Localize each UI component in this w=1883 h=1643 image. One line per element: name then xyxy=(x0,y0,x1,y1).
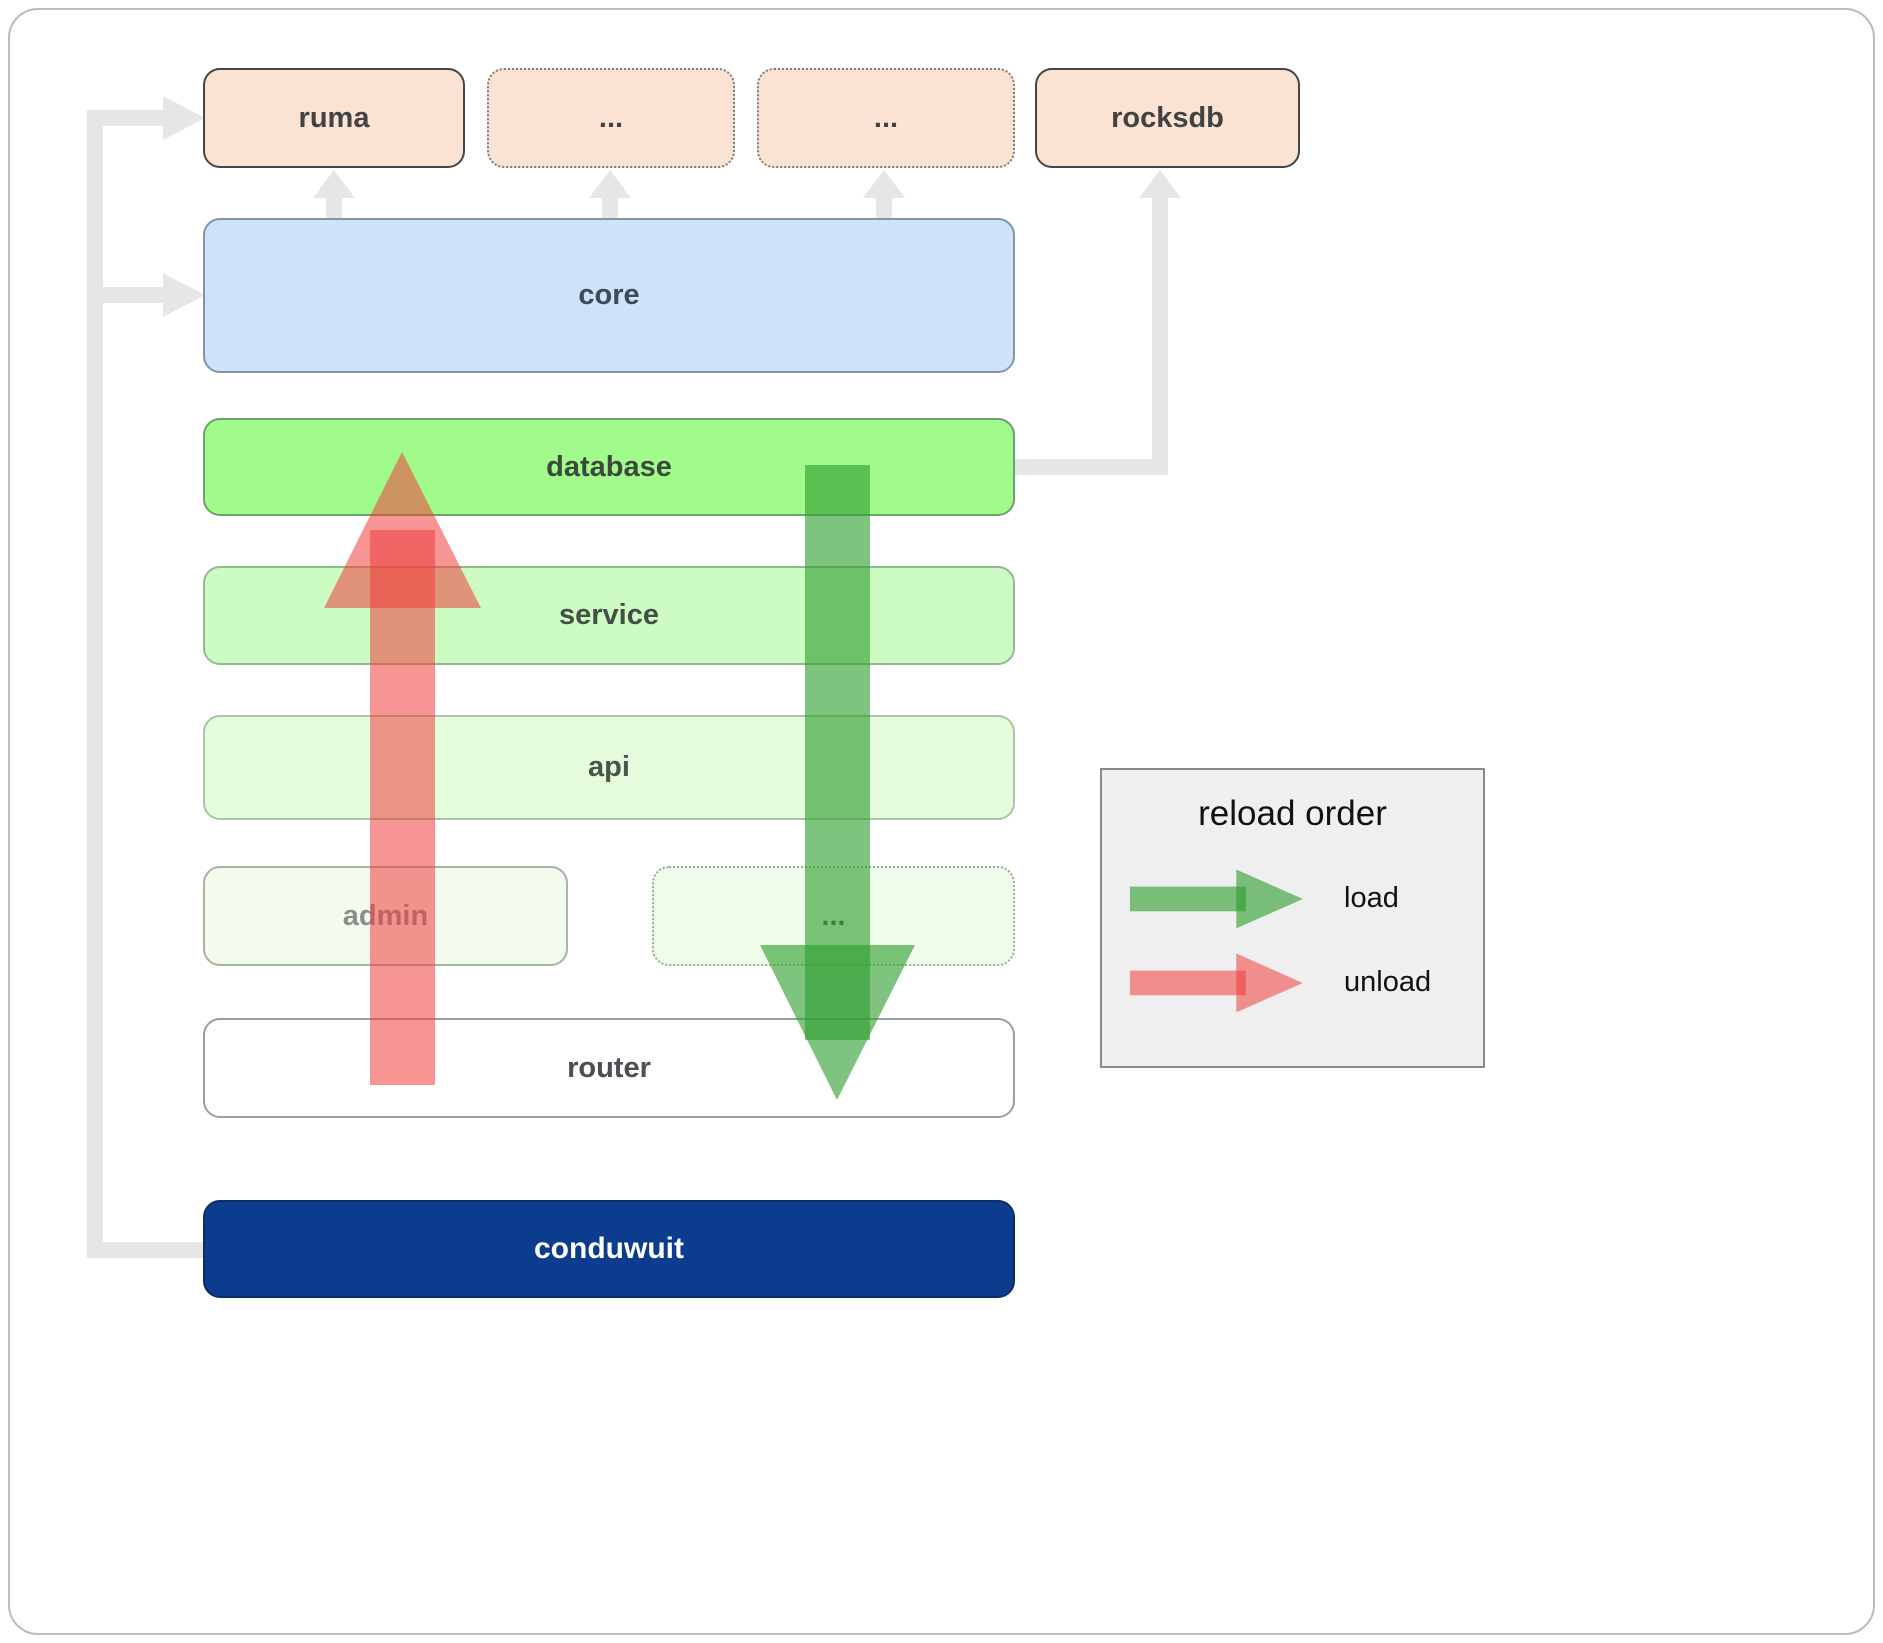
module-router: router xyxy=(203,1018,1015,1118)
module-rocksdb: rocksdb xyxy=(1035,68,1300,168)
arrowhead-core-to-dots2-icon xyxy=(863,170,905,198)
module-api: api xyxy=(203,715,1015,820)
arrowhead-to-core-icon xyxy=(163,273,205,317)
unload-arrow-icon xyxy=(1129,953,1303,1013)
arrowhead-core-to-ruma-icon xyxy=(313,170,355,198)
module-service: service xyxy=(203,566,1015,665)
module-ruma: ruma xyxy=(203,68,465,168)
outer-frame xyxy=(8,8,1875,1635)
legend: reload order load unload xyxy=(1100,768,1485,1068)
connector-conduwuit-to-ruma xyxy=(87,110,203,1258)
module-ellipsis-1: ... xyxy=(487,68,735,168)
module-database: database xyxy=(203,418,1015,516)
module-ellipsis-2: ... xyxy=(757,68,1015,168)
legend-title: reload order xyxy=(1198,794,1387,833)
module-admin: admin xyxy=(203,866,568,966)
legend-row-load: load xyxy=(1128,856,1457,940)
module-ellipsis-3: ... xyxy=(652,866,1015,966)
legend-row-unload: unload xyxy=(1128,940,1457,1024)
connector-database-to-rocksdb xyxy=(1015,197,1168,475)
module-core: core xyxy=(203,218,1015,373)
arrowhead-to-rocksdb-icon xyxy=(1139,170,1181,198)
legend-label-unload: unload xyxy=(1344,965,1432,998)
arrowhead-core-to-dots1-icon xyxy=(589,170,631,198)
arrowhead-to-ruma-icon xyxy=(163,96,205,140)
module-conduwuit: conduwuit xyxy=(203,1200,1015,1298)
load-arrow-icon xyxy=(1129,869,1303,929)
legend-label-load: load xyxy=(1344,881,1399,914)
